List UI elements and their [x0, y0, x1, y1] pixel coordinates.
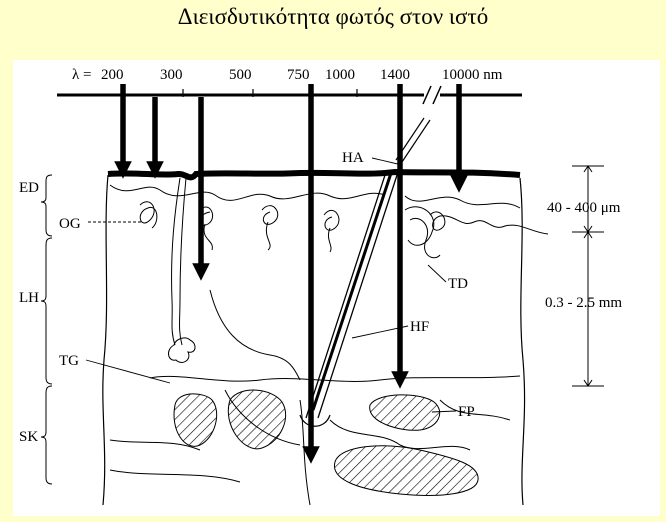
- layer-label-sk: SK: [19, 429, 38, 445]
- layer-label-ed: ED: [19, 180, 39, 196]
- tick-label-1000: 1000: [325, 67, 355, 83]
- fat-lobules: [173, 389, 479, 496]
- axis-break-mark: [422, 85, 442, 105]
- fat-lobule-4: [334, 445, 479, 496]
- structure-label-tg: TG: [59, 353, 79, 369]
- fat-lobule-2: [227, 389, 287, 450]
- skin-left-edge: [102, 174, 109, 506]
- structure-label-ha: HA: [342, 150, 364, 166]
- depth-label-lower: 0.3 - 2.5 mm: [545, 295, 622, 311]
- depth-label-upper: 40 - 400 μm: [547, 200, 621, 216]
- leader-lines: [85, 157, 457, 413]
- tick-label-1400: 1400: [380, 67, 410, 83]
- tick-label-10000: 10000 nm: [442, 67, 503, 83]
- fat-lobule-1: [173, 393, 218, 447]
- dermal-epidermal-junction: [109, 184, 521, 209]
- layer-label-lh: LH: [19, 290, 39, 306]
- penetration-arrows: [114, 84, 468, 464]
- layer-braces: [40, 174, 53, 485]
- upper-dermis-vessels: [139, 201, 549, 259]
- structure-label-hf: HF: [410, 319, 429, 335]
- tick-label-300: 300: [160, 67, 183, 83]
- structure-label-fp: FP: [458, 404, 475, 420]
- epidermis-surface: [107, 168, 521, 181]
- wavelength-prefix: λ =: [72, 67, 95, 83]
- tick-label-500: 500: [229, 67, 252, 83]
- sebaceous-gland: [404, 206, 435, 246]
- structure-label-td: TD: [448, 276, 468, 292]
- diagram-title: Διεισδυτικότητα φωτός στον ιστό: [177, 4, 489, 29]
- sweat-gland-duct: [168, 177, 196, 363]
- hair-follicle: [299, 117, 431, 427]
- skin-right-edge: [519, 177, 526, 506]
- fat-lobule-3: [369, 394, 441, 431]
- depth-scale: [572, 165, 604, 387]
- tick-label-200: 200: [101, 67, 124, 83]
- wavelength-axis: [57, 85, 522, 105]
- tick-label-750: 750: [287, 67, 310, 83]
- structure-label-og: OG: [59, 216, 81, 232]
